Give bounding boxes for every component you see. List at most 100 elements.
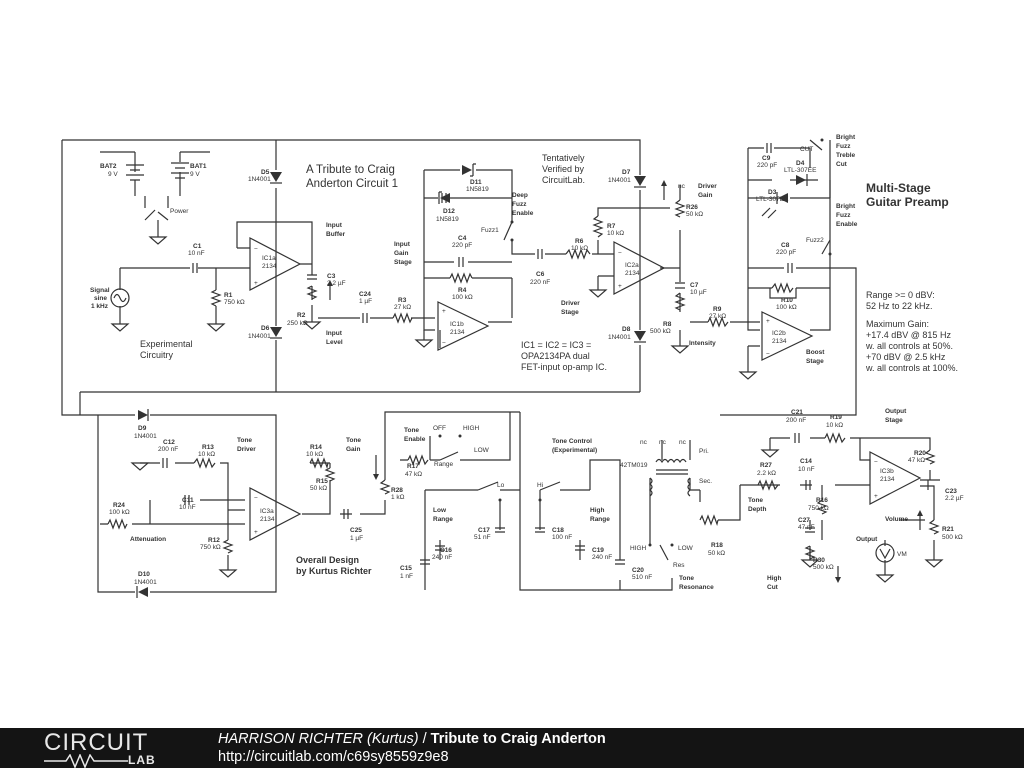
diode-d7: D7 1N4001	[608, 169, 646, 188]
author-name[interactable]: HARRISON RICHTER (Kurtus)	[218, 731, 419, 747]
range-line-1: Range >= 0 dBV:	[866, 290, 935, 300]
d5-label: D5	[261, 169, 270, 176]
r13-value: 10 kΩ	[198, 451, 215, 458]
d4-label: D4	[796, 160, 805, 167]
c20-value: 510 nF	[632, 574, 652, 581]
range-label: Range	[434, 461, 454, 468]
driver-stage-label-1: Driver	[561, 300, 580, 307]
diode-d9: D9 1N4001	[134, 409, 157, 440]
vm-label: VM	[897, 551, 907, 558]
r17-label: R17	[407, 463, 419, 470]
input-gain-label-3: Stage	[394, 259, 412, 266]
d8-label: D8	[622, 326, 631, 333]
driver-gain-label-1: Driver	[698, 183, 717, 190]
c18-value: 100 nF	[552, 534, 572, 541]
r4-value: 100 kΩ	[452, 294, 473, 301]
sine-label: sine	[94, 295, 107, 302]
r28-label: R28	[391, 487, 403, 494]
r20-value: 47 kΩ	[908, 457, 925, 464]
tone-driver-label-2: Driver	[237, 446, 256, 453]
overall-line-2: by Kurtus Richter	[296, 566, 372, 576]
verified-line-1: Tentatively	[542, 153, 585, 163]
title-line-1: A Tribute to Craig	[306, 164, 395, 176]
driver-stage-label-2: Stage	[561, 309, 579, 316]
c14-label: C14	[800, 458, 812, 465]
input-buffer-label-1: Input	[326, 222, 343, 229]
low-label: LOW	[474, 447, 490, 454]
ic3a-part: 2134	[260, 516, 275, 523]
circuitlab-logo[interactable]: CIRCUIT LAB	[44, 731, 174, 768]
r24-value: 100 kΩ	[109, 509, 130, 516]
fuzz1-label: Fuzz1	[481, 227, 499, 234]
r7-label: R7	[607, 223, 616, 230]
r30-value: 500 kΩ	[813, 564, 834, 571]
bright-cut-label-2: Fuzz	[836, 143, 851, 150]
c21-value: 200 nF	[786, 417, 806, 424]
voltmeter	[875, 543, 895, 563]
preamp-title-1: Multi-Stage	[866, 181, 931, 195]
r28-value: 1 kΩ	[391, 494, 405, 501]
d3-label: D3	[768, 189, 777, 196]
bright-cut-label-3: Treble	[836, 152, 856, 159]
r30-label: R30	[813, 557, 825, 564]
res-low-label: LOW	[678, 545, 694, 552]
preamp-title-2: Guitar Preamp	[866, 195, 949, 209]
d4-part: LTL-307EE	[784, 167, 817, 174]
r15-label: R15	[316, 478, 328, 485]
low-range-label-2: Range	[433, 516, 453, 523]
d7-part: 1N4001	[608, 177, 631, 184]
verified-line-2: Verified by	[542, 164, 585, 174]
d7-label: D7	[622, 169, 631, 176]
r19-label: R19	[830, 414, 842, 421]
ic-line-1: IC1 = IC2 = IC3 =	[521, 340, 591, 350]
svg-text:−: −	[442, 340, 446, 347]
c16-value: 240 nF	[432, 554, 452, 561]
ic1a-part: 2134	[262, 263, 277, 270]
circuit-title[interactable]: Tribute to Craig Anderton	[430, 731, 606, 747]
output-stage-label-2: Stage	[885, 417, 903, 424]
tone-gain-label-2: Gain	[346, 446, 360, 453]
high-label: HIGH	[463, 425, 480, 432]
r8-value: 500 kΩ	[650, 328, 671, 335]
tone-driver-label-1: Tone	[237, 437, 252, 444]
circuit-url[interactable]: http://circuitlab.com/c69sy8559z9e8	[218, 749, 449, 765]
block-labels: Signal sine 1 kHz Input Buffer Input Lev…	[90, 134, 908, 591]
svg-text:−: −	[618, 250, 622, 257]
d6-label: D6	[261, 325, 270, 332]
op-amp-ic2a: −+ IC2a 2134	[613, 241, 666, 295]
ic3b-label: IC3b	[880, 468, 894, 475]
transformer	[649, 458, 691, 497]
r2-label: R2	[297, 312, 306, 319]
bright-cut-label-4: Cut	[836, 161, 848, 168]
bright-en-label-2: Fuzz	[836, 212, 851, 219]
c15-label: C15	[400, 565, 412, 572]
r10-label: R10	[781, 297, 793, 304]
d12-label: D12	[443, 208, 455, 215]
high-cut-label-1: High	[767, 575, 781, 582]
svg-text:+: +	[254, 529, 258, 536]
r6-value: 10 kΩ	[571, 245, 588, 252]
ic2b-label: IC2b	[772, 330, 786, 337]
res-label: Res	[673, 562, 685, 569]
c14-value: 10 nF	[798, 466, 815, 473]
svg-text:−: −	[254, 246, 258, 253]
tone-control-label-1: Tone Control	[552, 438, 592, 445]
ic2a-label: IC2a	[625, 262, 639, 269]
tone-enable-label-2: Enable	[404, 436, 426, 443]
c27-label: C27	[798, 517, 810, 524]
experimental-line-1: Experimental	[140, 339, 193, 349]
r9-value: 27 kΩ	[709, 313, 726, 320]
input-gain-label-2: Gain	[394, 250, 408, 257]
notes: A Tribute to Craig Anderton Circuit 1 Te…	[140, 153, 958, 576]
schematic-diagram: −+ IC1a 2134 +− IC1b 2134 −+ IC2a 2134 +…	[61, 134, 964, 598]
r7-value: 10 kΩ	[607, 230, 624, 237]
svg-text:−: −	[254, 495, 258, 502]
resistors	[107, 199, 940, 560]
r16-value: 750 kΩ	[808, 505, 829, 512]
r9-label: R9	[713, 306, 722, 313]
high-range-label-1: High	[590, 507, 604, 514]
op-amp-ic3b: −+ IC3b 2134	[869, 451, 922, 505]
gain-line-2: +17.4 dBV @ 815 Hz	[866, 330, 951, 340]
c1-value: 10 nF	[188, 250, 205, 257]
r14-value: 10 kΩ	[306, 451, 323, 458]
